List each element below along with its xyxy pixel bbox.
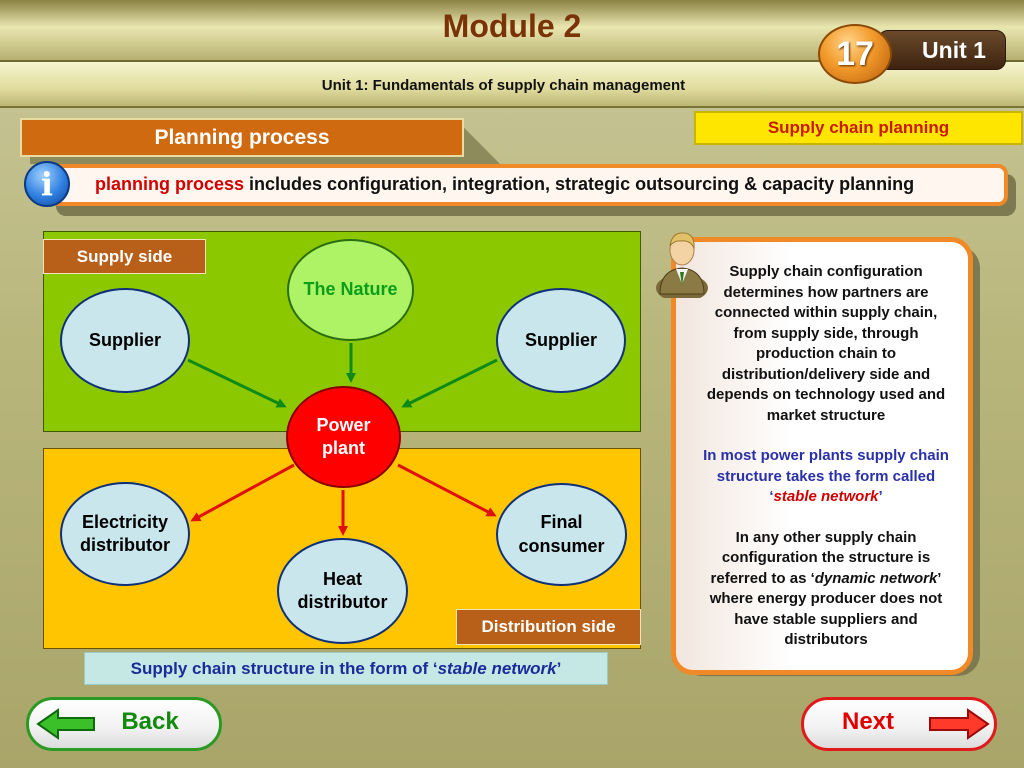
section-tab: Planning process bbox=[20, 118, 464, 157]
note-para3-prefix: In any other supply chain configuration … bbox=[710, 528, 931, 587]
caption-suffix: ’ bbox=[556, 658, 562, 678]
businessman-icon bbox=[656, 232, 708, 298]
module-title: Module 2 bbox=[442, 8, 582, 44]
category-label: Supply chain planning bbox=[694, 111, 1023, 145]
note-text: Supply chain configuration determines ho… bbox=[700, 262, 952, 651]
note-para3-suffix: ’ where energy producer does not have st… bbox=[709, 569, 943, 649]
note-para3-em: dynamic network bbox=[814, 569, 938, 587]
distribution-side-label: Distribution side bbox=[456, 609, 641, 645]
heat-line2: distributor bbox=[297, 592, 388, 612]
note-para1: Supply chain configuration determines ho… bbox=[706, 263, 946, 424]
caption-prefix: Supply chain structure in the form of ‘ bbox=[130, 658, 438, 678]
page-number: 17 bbox=[818, 24, 892, 84]
note-para2-prefix: In most power plants supply chain struct… bbox=[703, 447, 949, 505]
node-supplier-right: Supplier bbox=[496, 288, 626, 393]
unit-label: Unit 1 bbox=[922, 37, 986, 63]
back-arrow-icon bbox=[36, 708, 95, 740]
next-arrow-icon bbox=[929, 708, 990, 740]
final-line1: Final bbox=[540, 512, 583, 533]
unit-subtitle: Unit 1: Fundamentals of supply chain man… bbox=[321, 77, 686, 94]
supply-side-label: Supply side bbox=[43, 239, 206, 274]
node-the-nature: The Nature bbox=[287, 239, 414, 341]
caption-em: stable network bbox=[437, 658, 557, 678]
info-body: includes configuration, integration, str… bbox=[244, 174, 915, 194]
node-electricity-distributor: Electricity distributor bbox=[60, 482, 190, 586]
info-highlight: planning process bbox=[95, 174, 245, 194]
note-box bbox=[671, 237, 973, 675]
info-bar bbox=[48, 164, 1008, 206]
node-power-plant: Power plant bbox=[286, 386, 401, 488]
node-supplier-left: Supplier bbox=[60, 288, 190, 393]
next-button[interactable] bbox=[801, 697, 997, 751]
info-text: planning process includes configuration,… bbox=[95, 174, 1005, 195]
power-line2: plant bbox=[322, 438, 365, 458]
info-icon: i bbox=[24, 161, 70, 207]
power-line1: Power bbox=[316, 414, 371, 435]
final-line2: consumer bbox=[518, 535, 605, 556]
back-label: Back bbox=[121, 708, 179, 735]
note-para3: In any other supply chain configuration … bbox=[700, 528, 952, 651]
heat-line1: Heat bbox=[322, 568, 362, 589]
note-para2-suffix: ’ bbox=[878, 488, 883, 505]
electricity-line2: distributor bbox=[80, 535, 170, 555]
unit-badge bbox=[878, 30, 1006, 70]
note-para2-em: stable network bbox=[773, 488, 879, 505]
diagram-caption: Supply chain structure in the form of ‘s… bbox=[84, 652, 608, 685]
next-label: Next bbox=[841, 708, 895, 735]
node-heat-distributor: Heat distributor bbox=[277, 538, 408, 644]
electricity-line1: Electricity bbox=[81, 511, 169, 532]
note-para2: In most power plants supply chain struct… bbox=[700, 446, 952, 508]
